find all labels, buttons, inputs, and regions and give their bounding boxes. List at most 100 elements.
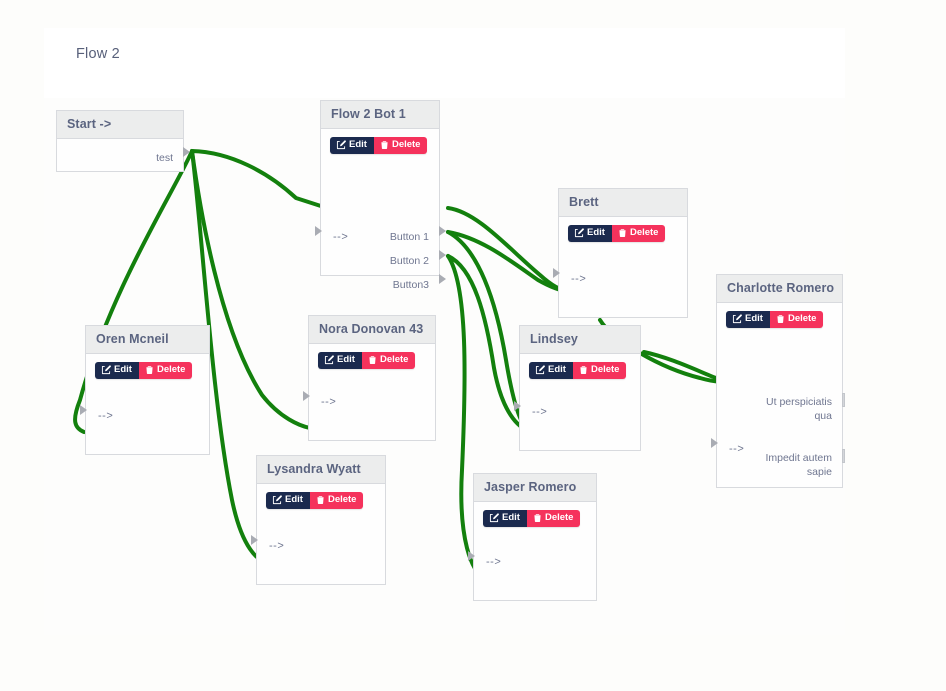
edit-button[interactable]: Edit xyxy=(266,492,310,509)
node-input-port[interactable]: --> xyxy=(514,401,640,423)
trash-icon xyxy=(381,141,388,149)
node-action-buttons: Edit Delete xyxy=(529,362,627,379)
node-body: Edit Delete --> xyxy=(251,484,385,587)
edit-button[interactable]: Edit xyxy=(95,362,139,379)
delete-button[interactable]: Delete xyxy=(769,311,824,328)
edit-button[interactable]: Edit xyxy=(330,137,374,154)
node-action-buttons: Edit Delete xyxy=(726,311,824,328)
node-output-port[interactable]: test xyxy=(57,147,190,169)
output-port-label: Ut perspiciatis qua xyxy=(766,396,832,422)
node-input-port[interactable]: --> xyxy=(711,438,842,460)
node-body: Edit Delete --> xyxy=(514,354,640,453)
node-title: Flow 2 Bot 1 xyxy=(321,101,439,129)
node-action-buttons: Edit Delete xyxy=(483,510,581,527)
delete-button-label: Delete xyxy=(156,364,186,376)
node-title: Oren Mcneil xyxy=(86,326,209,354)
delete-button-label: Delete xyxy=(379,354,409,366)
input-port-marker xyxy=(711,438,718,448)
page-title: Flow 2 xyxy=(76,46,120,62)
flow-node[interactable]: Start -> test xyxy=(56,110,190,172)
pencil-square-icon xyxy=(535,365,545,375)
node-title: Start -> xyxy=(57,111,183,139)
node-output-port[interactable]: Button 1 xyxy=(321,226,446,248)
node-body: Edit Delete --> xyxy=(468,502,596,603)
node-title: Nora Donovan 43 xyxy=(309,316,435,344)
node-title: Jasper Romero xyxy=(474,474,596,502)
pencil-square-icon xyxy=(336,140,346,150)
delete-button[interactable]: Delete xyxy=(611,225,666,242)
output-port-marker xyxy=(183,147,190,157)
node-input-port[interactable]: --> xyxy=(468,551,596,573)
edit-button-label: Edit xyxy=(337,354,355,366)
node-output-port[interactable]: Ut perspiciatis qua xyxy=(752,395,832,423)
output-port-label: Button 1 xyxy=(389,231,429,243)
output-port-marker xyxy=(842,393,845,407)
edit-button-label: Edit xyxy=(745,313,763,325)
pencil-square-icon xyxy=(732,314,742,324)
trash-icon xyxy=(619,229,626,237)
input-port-marker xyxy=(251,535,258,545)
node-output-port[interactable]: Impedit autem sapie xyxy=(752,451,832,479)
flow-header-card: Flow 2 xyxy=(44,28,845,98)
edit-button[interactable]: Edit xyxy=(318,352,362,369)
pencil-square-icon xyxy=(101,365,111,375)
flow-node[interactable]: Nora Donovan 43 Edit Delete --> xyxy=(303,315,436,443)
delete-button[interactable]: Delete xyxy=(526,510,581,527)
node-body: Edit Delete --> xyxy=(303,344,435,443)
output-port-label: Button 2 xyxy=(389,255,429,267)
node-action-buttons: Edit Delete xyxy=(568,225,666,242)
input-port-label: --> xyxy=(321,396,337,408)
node-body: Edit Delete --> xyxy=(553,217,687,320)
delete-button-label: Delete xyxy=(629,227,659,239)
edit-button[interactable]: Edit xyxy=(483,510,527,527)
delete-button[interactable]: Delete xyxy=(361,352,416,369)
node-input-port[interactable]: --> xyxy=(303,391,435,413)
input-port-label: --> xyxy=(532,406,548,418)
output-port-marker xyxy=(439,274,446,284)
node-action-buttons: Edit Delete xyxy=(95,362,193,379)
input-port-marker xyxy=(303,391,310,401)
pencil-square-icon xyxy=(489,513,499,523)
edit-button-label: Edit xyxy=(502,512,520,524)
edit-button-label: Edit xyxy=(285,494,303,506)
node-input-port[interactable]: --> xyxy=(80,405,209,427)
delete-button[interactable]: Delete xyxy=(572,362,627,379)
node-input-port[interactable]: --> xyxy=(553,268,687,290)
pencil-square-icon xyxy=(324,355,334,365)
trash-icon xyxy=(146,366,153,374)
node-action-buttons: Edit Delete xyxy=(266,492,364,509)
delete-button[interactable]: Delete xyxy=(373,137,428,154)
output-port-marker xyxy=(842,449,845,463)
input-port-marker xyxy=(514,401,521,411)
node-input-port[interactable]: --> xyxy=(251,535,385,557)
trash-icon xyxy=(534,514,541,522)
delete-button[interactable]: Delete xyxy=(309,492,364,509)
delete-button-label: Delete xyxy=(590,364,620,376)
delete-button-label: Delete xyxy=(544,512,574,524)
input-port-label: --> xyxy=(729,443,745,455)
node-input-port[interactable]: --> xyxy=(315,226,439,248)
output-port-label: Button3 xyxy=(392,279,429,291)
node-title: Lindsey xyxy=(520,326,640,354)
edit-button[interactable]: Edit xyxy=(529,362,573,379)
input-port-marker xyxy=(80,405,87,415)
node-output-port[interactable]: Button 2 xyxy=(321,250,446,272)
edit-button[interactable]: Edit xyxy=(568,225,612,242)
trash-icon xyxy=(369,356,376,364)
edit-button[interactable]: Edit xyxy=(726,311,770,328)
node-title: Charlotte Romero xyxy=(717,275,842,303)
delete-button[interactable]: Delete xyxy=(138,362,193,379)
output-port-marker xyxy=(439,250,446,260)
output-port-label: Impedit autem sapie xyxy=(765,452,832,478)
edit-button-label: Edit xyxy=(587,227,605,239)
node-output-port[interactable]: Button3 xyxy=(321,274,446,296)
input-port-marker xyxy=(315,226,322,236)
